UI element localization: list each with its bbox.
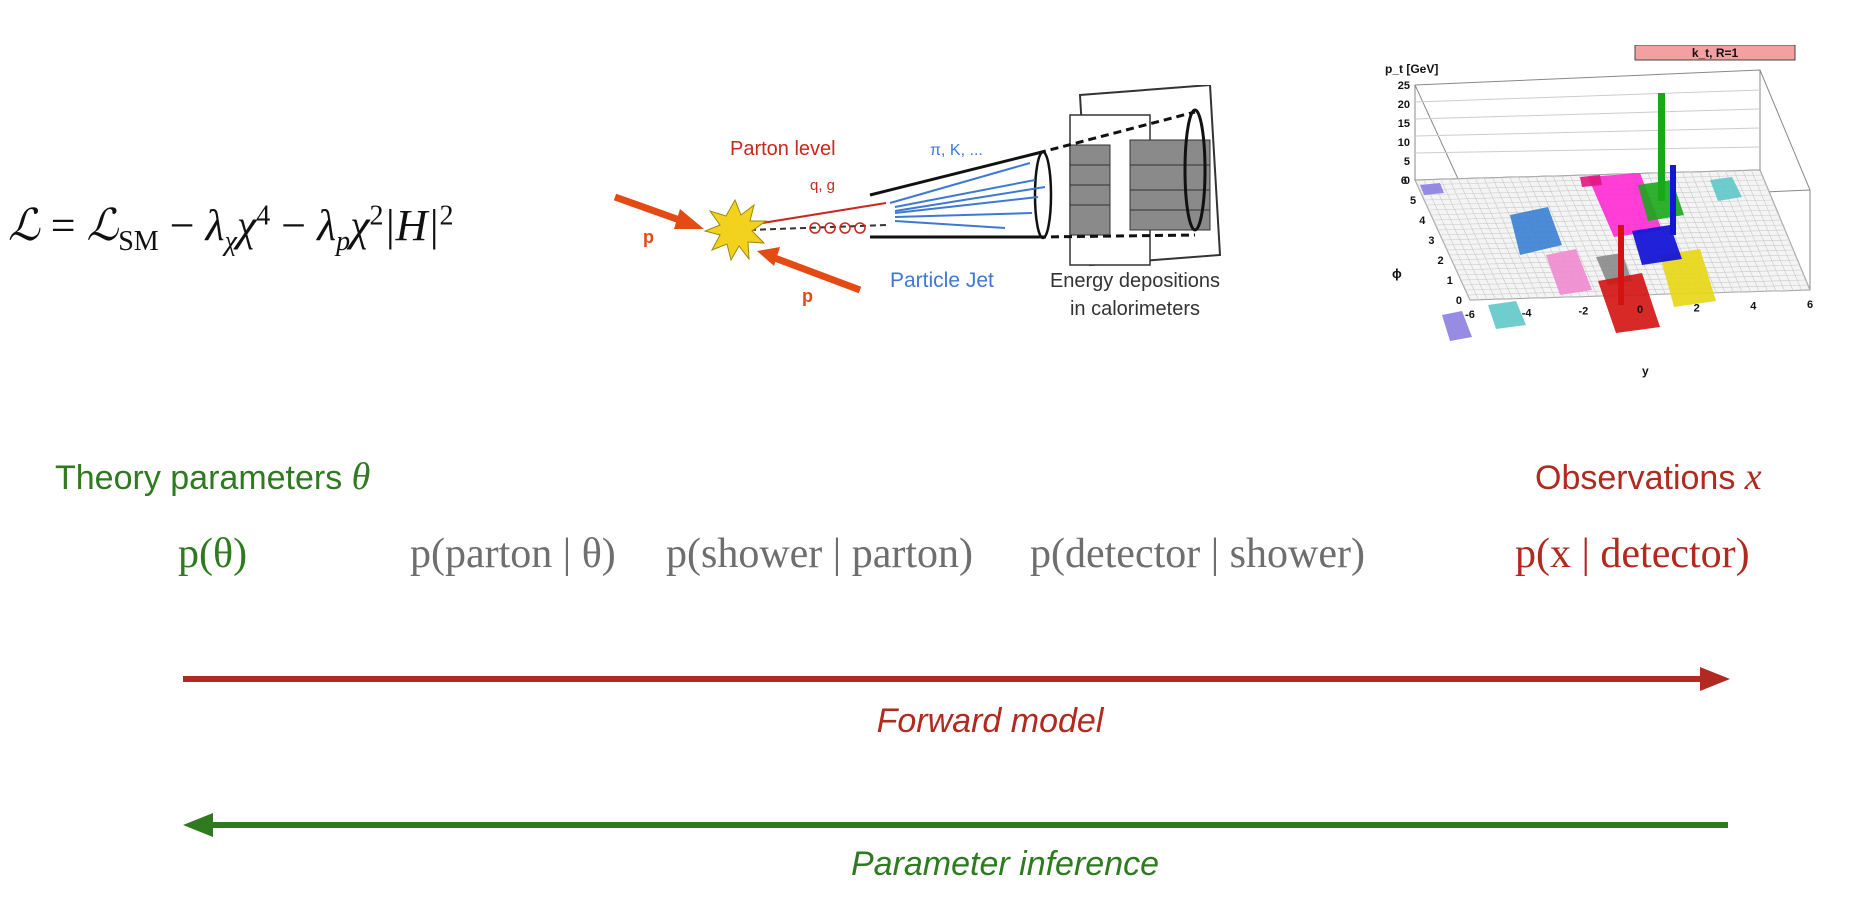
x-symbol: x bbox=[1744, 456, 1762, 498]
gluon-loops-icon bbox=[809, 222, 866, 234]
inference-arrow-icon bbox=[183, 813, 1728, 837]
lego-z-tick: 20 bbox=[1398, 99, 1410, 111]
jet-region-blue-dark bbox=[1632, 225, 1682, 265]
prob-x-given-detector: p(x | detector) bbox=[1515, 531, 1750, 577]
minus-sign-2: − bbox=[270, 201, 318, 250]
jet-diagram: Parton level q, g π, K, ... p p Particle… bbox=[613, 85, 1222, 320]
lego-phi-tick: 6 bbox=[1401, 175, 1407, 187]
theta-symbol: θ bbox=[351, 456, 371, 498]
chi-power-2: 2 bbox=[369, 200, 384, 232]
arrows bbox=[183, 667, 1730, 837]
lego-title: k_t, R=1 bbox=[1692, 46, 1739, 60]
lagrangian-equation: ℒ = ℒSM − λχχ4 − λpχ2|H|2 bbox=[8, 200, 454, 258]
lego-y-tick: 2 bbox=[1694, 302, 1700, 314]
lego-z-tick: 15 bbox=[1398, 118, 1410, 130]
chi-subscript: χ bbox=[224, 225, 237, 257]
jet-region-cyan-top bbox=[1710, 177, 1742, 201]
jet-region-violet-2 bbox=[1442, 311, 1472, 341]
higgs-power: 2 bbox=[439, 200, 454, 232]
lego-y-label: y bbox=[1642, 364, 1649, 378]
lambda-chi: λ bbox=[205, 201, 225, 250]
prob-shower-given-parton: p(shower | parton) bbox=[666, 531, 973, 577]
lego-z-tick: 25 bbox=[1398, 80, 1410, 92]
tower-blue bbox=[1670, 165, 1676, 235]
qg-label: q, g bbox=[810, 177, 835, 194]
theory-parameters-label: Theory parameters θ bbox=[55, 455, 370, 499]
particle-jet-label: Particle Jet bbox=[890, 269, 994, 292]
lego-z-label: p_t [GeV] bbox=[1385, 62, 1438, 76]
jet-region-cyan-left bbox=[1488, 301, 1526, 329]
lego-y-tick: 6 bbox=[1807, 299, 1813, 311]
lego-y-tick: -6 bbox=[1465, 309, 1475, 321]
lego-z-tick: 5 bbox=[1404, 156, 1410, 168]
forward-arrow-icon bbox=[183, 667, 1730, 691]
prob-detector-given-shower: p(detector | shower) bbox=[1030, 531, 1365, 577]
sm-subscript: SM bbox=[118, 225, 159, 257]
energy-depositions-label: Energy depositions bbox=[1050, 270, 1220, 292]
p-subscript: p bbox=[336, 225, 351, 257]
equals-sign: = bbox=[39, 201, 87, 250]
chi-symbol: χ bbox=[236, 201, 257, 250]
lego-phi-label: ϕ bbox=[1392, 266, 1402, 281]
proton-left-label: p bbox=[643, 227, 654, 247]
lambda-p: λ bbox=[317, 201, 337, 250]
hadron-spray-icon bbox=[889, 162, 1046, 229]
lego-phi-tick: 4 bbox=[1419, 215, 1426, 227]
observations-label: Observations x bbox=[1535, 455, 1762, 499]
chi-symbol-2: χ bbox=[350, 201, 370, 250]
lagrangian-symbol: ℒ bbox=[8, 201, 40, 250]
jet-cone-icon bbox=[869, 110, 1196, 240]
tower-red bbox=[1618, 225, 1624, 305]
lego-jet-regions bbox=[1420, 173, 1742, 341]
lego-phi-tick: 2 bbox=[1438, 255, 1444, 267]
lego-y-tick: -4 bbox=[1522, 307, 1533, 319]
jet-region-violet bbox=[1420, 183, 1444, 195]
lego-phi-tick: 5 bbox=[1410, 195, 1416, 207]
lego-phi-tick: 3 bbox=[1428, 235, 1434, 247]
parameter-inference-caption: Parameter inference bbox=[850, 845, 1160, 883]
proton-arrow-left-icon bbox=[613, 193, 704, 229]
lego-title-box bbox=[1634, 45, 1796, 61]
higgs-modulus: |H| bbox=[383, 201, 440, 250]
lego-phi-tick: 1 bbox=[1447, 275, 1453, 287]
chi-power: 4 bbox=[256, 200, 271, 232]
jet-region-yellow bbox=[1660, 249, 1716, 307]
lego-y-tick: 0 bbox=[1637, 304, 1643, 316]
parton-level-label: Parton level bbox=[730, 138, 836, 160]
tower-green bbox=[1658, 93, 1665, 201]
calorimeters-label: in calorimeters bbox=[1070, 298, 1200, 320]
prob-parton-given-theta: p(parton | θ) bbox=[410, 531, 616, 577]
prob-theta: p(θ) bbox=[178, 531, 248, 577]
lego-z-ticks: 25 20 15 10 5 0 bbox=[1398, 80, 1410, 187]
proton-arrow-right-icon bbox=[757, 247, 862, 294]
forward-model-caption: Forward model bbox=[876, 702, 1104, 740]
observations-text: Observations bbox=[1535, 459, 1745, 497]
jet-region-crimson bbox=[1580, 175, 1602, 187]
lego-y-ticks: -6 -4 -2 0 2 4 6 bbox=[1465, 299, 1813, 321]
hadrons-label: π, K, ... bbox=[930, 142, 983, 159]
lego-phi-tick: 0 bbox=[1456, 295, 1462, 307]
lego-y-tick: 4 bbox=[1750, 301, 1757, 313]
parton-line-icon bbox=[749, 202, 887, 226]
lagrangian-sm-symbol: ℒ bbox=[86, 201, 119, 250]
theory-parameters-text: Theory parameters bbox=[55, 459, 352, 497]
lego-z-tick: 0 bbox=[1404, 175, 1410, 187]
collision-star-icon bbox=[703, 198, 768, 262]
jet-region-blue-light bbox=[1510, 207, 1562, 255]
jet-region-red bbox=[1598, 273, 1660, 333]
lego-towers bbox=[1618, 93, 1676, 305]
lego-y-tick: -2 bbox=[1578, 306, 1588, 318]
proton-bottom-label: p bbox=[802, 286, 813, 306]
calorimeter-icon bbox=[1069, 85, 1222, 267]
lego-z-tick: 10 bbox=[1398, 137, 1410, 149]
minus-sign: − bbox=[158, 201, 206, 250]
jet-region-pink bbox=[1546, 249, 1592, 295]
gluon-line-icon bbox=[749, 224, 887, 231]
